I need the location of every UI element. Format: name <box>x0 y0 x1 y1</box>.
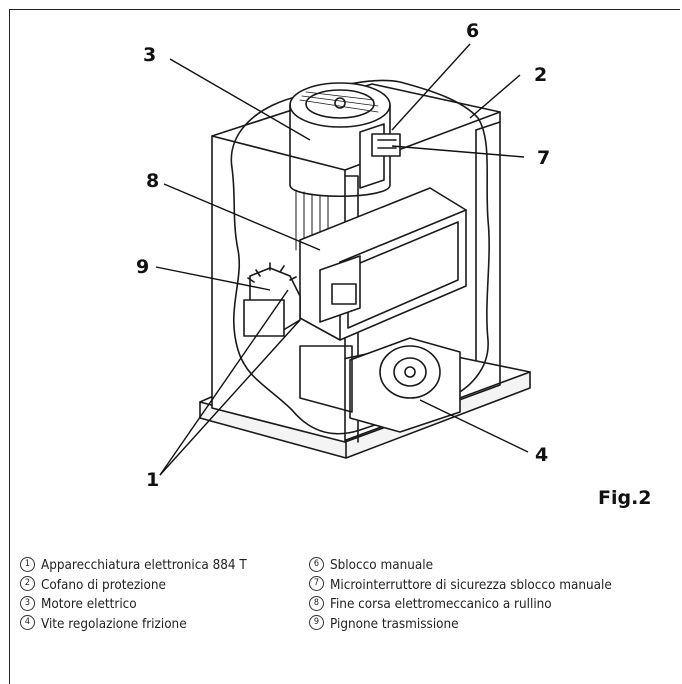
legend-number: 8 <box>309 595 324 611</box>
legend-number: 4 <box>20 615 35 630</box>
legend-number: 9 <box>309 615 324 630</box>
figure-label: Fig.2 <box>598 487 652 509</box>
legend-item: 8 Fine corsa elettromeccanico a rullino <box>309 595 612 615</box>
manual-release <box>359 123 401 189</box>
legend-text: Pignone trasmissione <box>330 616 459 632</box>
legend-number: 2 <box>20 576 35 591</box>
frame-left-edge <box>9 524 10 684</box>
legend-number: 7 <box>309 576 324 591</box>
legend-number: 3 <box>20 595 35 611</box>
figure-frame <box>9 9 680 525</box>
callout-8: 8 <box>146 170 160 192</box>
legend-number: 6 <box>309 556 324 572</box>
legend-text: Motore elettrico <box>41 597 137 612</box>
legend-text: Sblocco manuale <box>330 558 433 573</box>
drive-pinion <box>243 262 301 337</box>
gearbox-clutch <box>299 337 461 433</box>
callout-1: 1 <box>146 469 160 491</box>
legend-right: 6 Sblocco manuale 7 Microinterruttore di s… <box>309 556 612 634</box>
legend-item: 2 Cofano di protezione <box>20 576 247 596</box>
legend-number: 1 <box>20 556 35 572</box>
legend-left: 1 Apparecchiatura elettronica 884 T 2 Cofa… <box>20 556 247 634</box>
cutaway-outline <box>230 79 490 435</box>
callout-3: 3 <box>143 44 157 66</box>
legend-item: 9 Pignone trasmissione <box>309 615 612 635</box>
legend-item: 1 Apparecchiatura elettronica 884 T <box>20 556 247 576</box>
legend-item: 3 Motore elettrico <box>20 595 247 615</box>
callout-6: 6 <box>466 20 480 42</box>
legend-item: 7 Microinterruttore di sicurezza sblocco … <box>309 576 612 596</box>
legend-item: 4 Vite regolazione frizione <box>20 615 247 635</box>
legend-text: Vite regolazione frizione <box>41 616 187 632</box>
legend-text: Fine corsa elettromeccanico a rullino <box>330 597 552 612</box>
leader-lines <box>155 43 529 476</box>
legend-item: 6 Sblocco manuale <box>309 556 612 576</box>
callout-2: 2 <box>534 64 548 86</box>
callout-4: 4 <box>535 444 549 466</box>
legend-text: Cofano di protezione <box>41 577 166 593</box>
callout-9: 9 <box>136 256 150 278</box>
callout-7: 7 <box>537 147 551 169</box>
legend-text: Microinterruttore di sicurezza sblocco m… <box>330 577 612 593</box>
legend-text: Apparecchiatura elettronica 884 T <box>41 558 247 573</box>
